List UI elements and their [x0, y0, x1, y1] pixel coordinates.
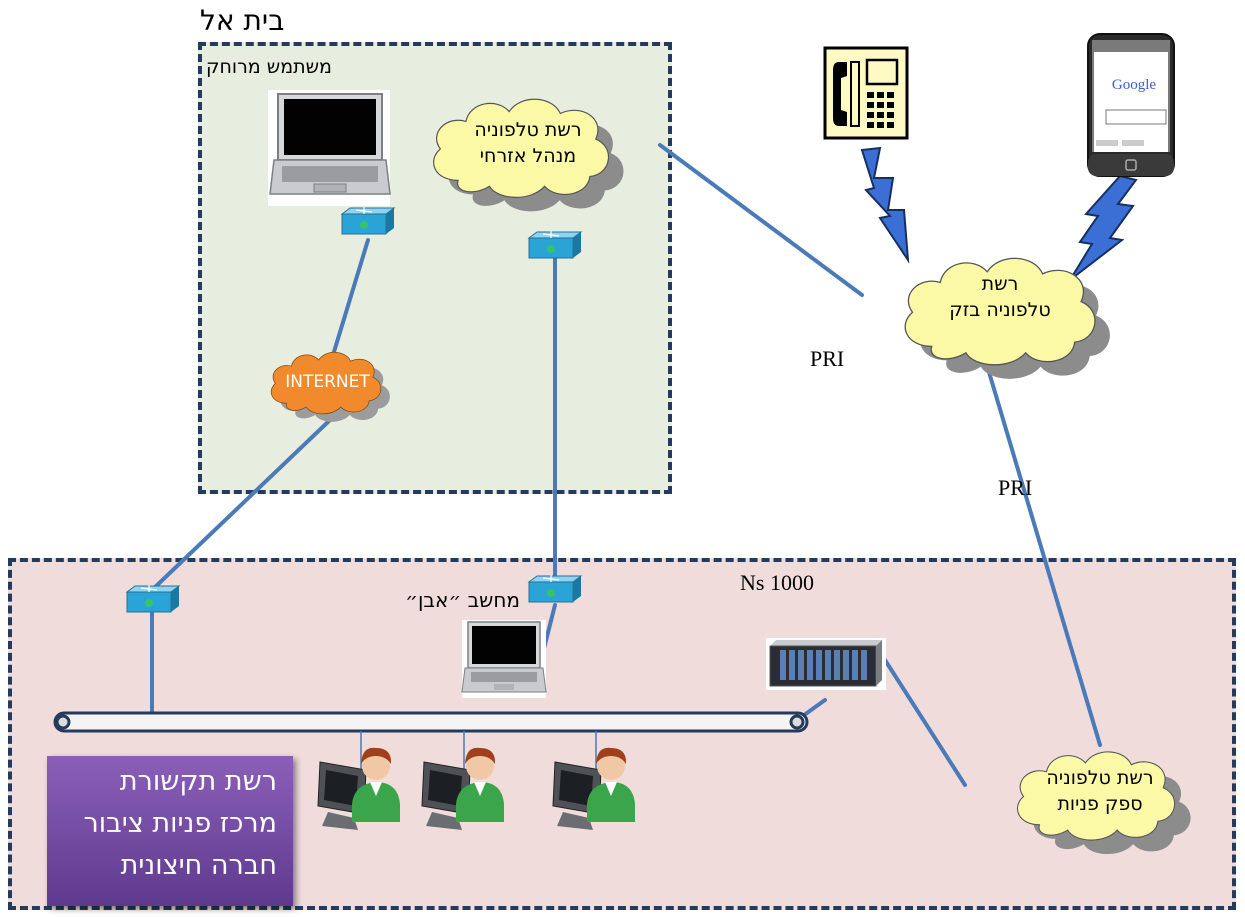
- link-laptop-router: [328, 238, 370, 367]
- cloud-civil-admin-line1: רשת טלפוניה: [474, 119, 582, 141]
- router-icon: [527, 231, 583, 259]
- cloud-provider-line1: רשת טלפוניה: [1046, 767, 1154, 789]
- pri-label-2: PRI: [998, 475, 1033, 500]
- purple-caption-line1: רשת תקשורת: [119, 766, 277, 797]
- link-internet-router: [150, 418, 332, 592]
- cloud-internet-label: INTERNET: [285, 372, 370, 392]
- router-icon: [340, 207, 396, 235]
- mobile-brand-text: Google: [1112, 77, 1157, 93]
- router-icon: [527, 575, 583, 603]
- mobile-wireless-bolt: [1069, 174, 1138, 281]
- pri-label-1: PRI: [810, 346, 845, 371]
- cloud-bezeq-line1: רשת: [981, 273, 1019, 295]
- smartphone-icon: [1087, 33, 1175, 177]
- link-bezeq-provider: [981, 350, 1102, 747]
- server-icon: [766, 638, 886, 690]
- desk-phone-icon: [823, 46, 909, 140]
- cloud-provider-line2: ספק פניות: [1057, 793, 1143, 815]
- user-workstation-icon: [421, 747, 504, 830]
- router-icon: [125, 585, 181, 613]
- link-civil-bezeq: [658, 143, 864, 297]
- laptop-icon: [461, 620, 547, 698]
- top-zone-title: בית אל: [200, 4, 285, 37]
- phone-wireless-bolt: [860, 146, 910, 264]
- top-zone-subtitle: משתמש מרוחק: [206, 56, 332, 78]
- user-workstation-icon: [552, 747, 635, 830]
- computer-label: מחשב ״אבן״: [405, 588, 520, 612]
- purple-caption-line2: מרכז פניות ציבור: [83, 808, 277, 839]
- purple-caption-line3: חברה חיצונית: [120, 850, 277, 881]
- cloud-bezeq-line2: טלפוניה בזק: [949, 299, 1051, 321]
- user-workstation-icon: [317, 747, 400, 830]
- laptop-icon: [268, 90, 391, 206]
- network-bus: [53, 711, 809, 733]
- ns-label: Ns 1000: [740, 570, 814, 595]
- link-server-provider: [883, 658, 967, 787]
- cloud-civil-admin-line2: מנהל אזרחי: [479, 145, 577, 167]
- purple-caption-box: רשת תקשורת מרכז פניות ציבור חברה חיצונית: [47, 756, 293, 906]
